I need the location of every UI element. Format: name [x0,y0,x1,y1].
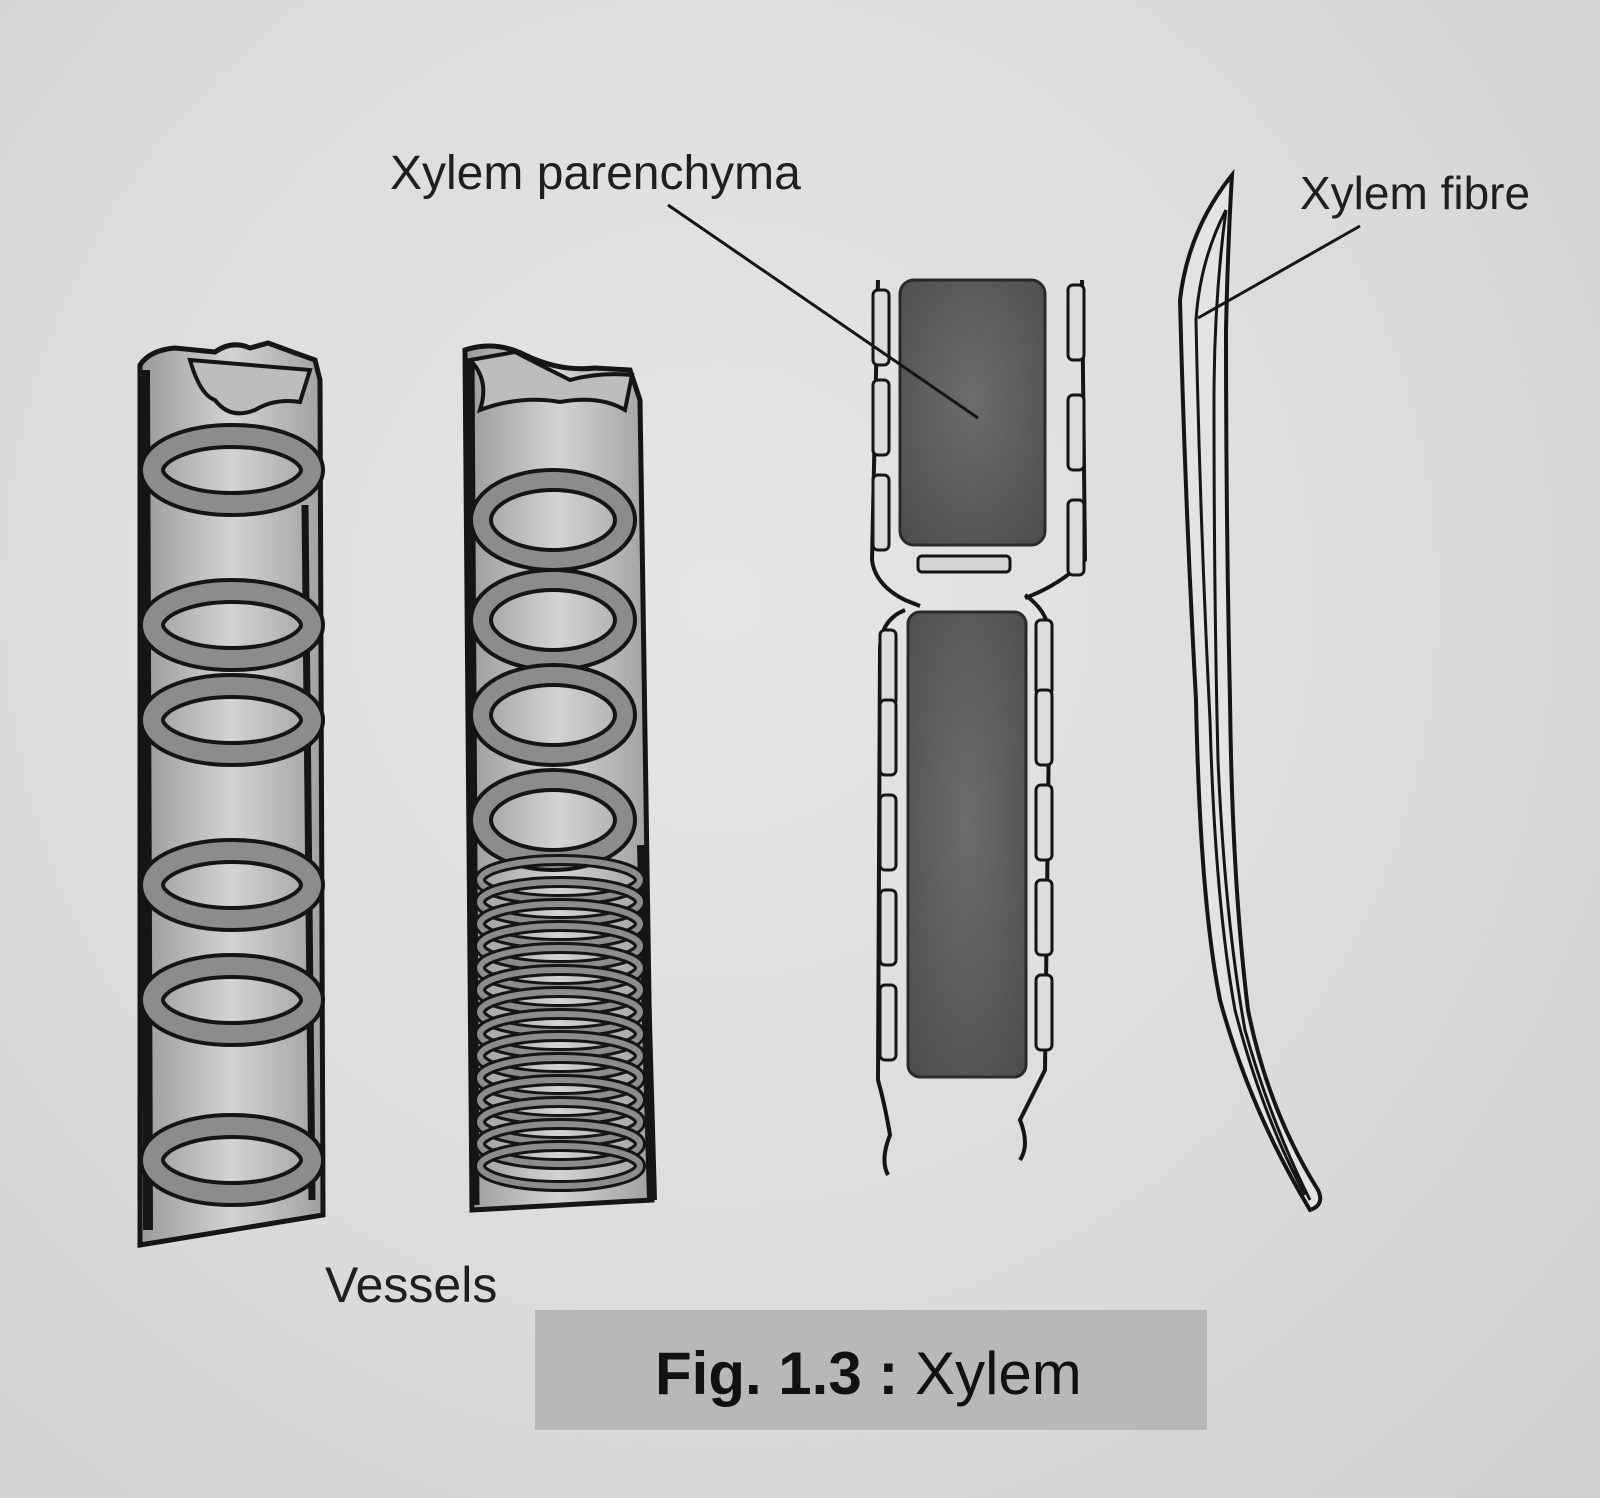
spiral-coil-tight-fill [477,1121,643,1167]
wall-pit [1066,498,1086,577]
wall-pit [871,378,891,457]
wall-pit [871,473,891,552]
spiral-coil-fill [473,572,633,668]
wall-pit [878,698,898,777]
wall-pit [1034,878,1054,957]
spiral-coil-fill [473,667,633,763]
spiral-coil-tight-fill [477,1143,643,1189]
parenchyma-label: Xylem parenchyma [390,147,801,200]
wall-pit [871,288,891,367]
annular-ring-fill [143,677,321,763]
wall-pit [878,793,898,872]
fibre-lumen [1194,209,1312,1201]
fibre-leader-line [1197,224,1361,320]
spiral-coil-fill [473,472,633,568]
vessels-label: Vessels [325,1257,498,1313]
annular-ring-fill [143,957,321,1043]
caption-box [535,1310,1207,1430]
fibre-label: Xylem fibre [1300,167,1531,219]
annular-ring-fill [143,842,321,928]
wall-pits [871,283,1086,1062]
figure-number: Fig. 1.3 : [655,1340,899,1407]
wall-pit [1034,783,1054,862]
parenchyma-outline-lower [875,593,1053,1176]
figure-title: Xylem [915,1340,1082,1407]
parenchyma-cell-lower [906,610,1028,1079]
wall-pit [878,888,898,967]
wall-pit [1066,393,1086,472]
spiral-coils [469,468,646,1192]
annular-ring-fill [143,582,321,668]
parenchyma-leader-line [667,203,979,420]
wall-pit [1034,973,1054,1052]
wall-pit [1034,688,1054,767]
wall-pit [878,983,898,1062]
spiral-vessel [462,343,657,1213]
figure-caption: Fig. 1.3 : Xylem [655,1344,1082,1404]
wall-pit [1066,283,1086,362]
wall-pit [1034,618,1054,697]
annular-vessel [137,340,326,1248]
parenchyma-junction-pit [916,554,1012,574]
fibre-outer-wall [1177,168,1323,1213]
parenchyma-cells [869,278,1088,1176]
xylem-fibre [1177,168,1323,1213]
annular-rings [139,423,325,1207]
annular-ring-fill [143,1117,321,1203]
annular-ring-fill [143,427,321,513]
wall-pit [878,628,898,707]
